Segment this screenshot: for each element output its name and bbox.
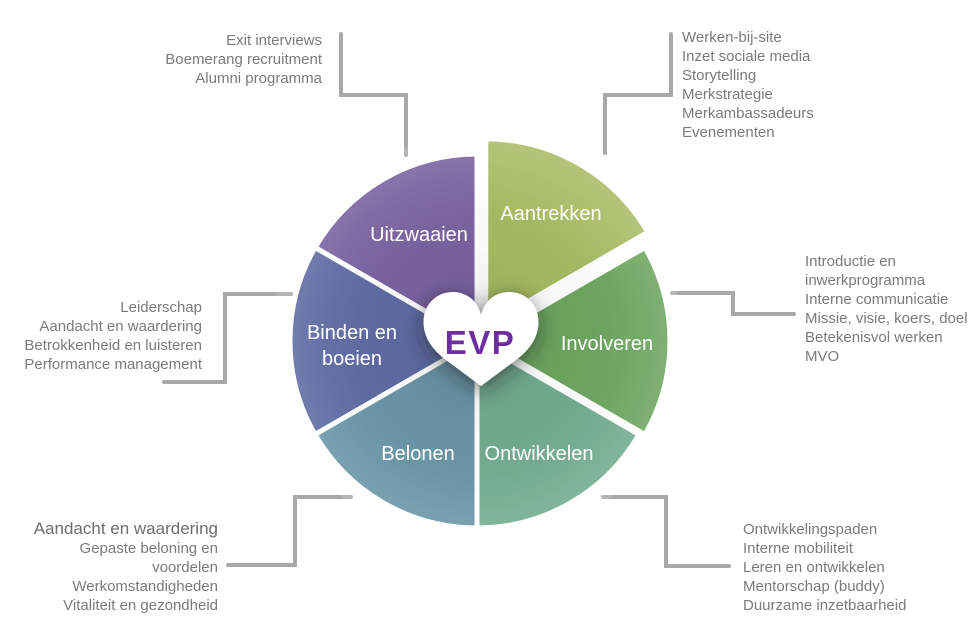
annotation-line: Betekenisvol werken: [805, 329, 943, 346]
annotation-line: Evenementen: [682, 124, 775, 141]
annotation-line: Aandacht en waardering: [39, 318, 202, 335]
segment-label-belonen: Belonen: [381, 443, 454, 465]
annotation-ontwikkelen: Ontwikkelingspaden Interne mobiliteit Le…: [743, 520, 906, 615]
annotation-line: MVO: [805, 348, 840, 365]
callout-line-belonen: [226, 495, 353, 567]
callout-line-uitzwaaien: [339, 32, 408, 157]
annotation-line: Performance management: [24, 356, 202, 373]
annotation-aantrekken: Werken-bij-site Inzet sociale media Stor…: [682, 28, 814, 142]
annotation-line: Exit interviews: [226, 32, 322, 49]
annotation-line: Betrokkenheid en luisteren: [24, 337, 202, 354]
annotation-line: voordelen: [152, 559, 218, 576]
callout-line-aantrekken: [603, 32, 673, 155]
annotation-line: Storytelling: [682, 67, 757, 84]
annotation-binden: Leiderschap Aandacht en waardering Betro…: [24, 298, 202, 374]
annotation-involveren: Introductie en inwerkprogramma Interne c…: [805, 252, 968, 366]
heart-shape: [423, 292, 539, 386]
annotation-line: Inzet sociale media: [682, 48, 811, 65]
annotation-line: Introductie en: [805, 253, 896, 270]
annotation-line: Leiderschap: [120, 299, 202, 316]
annotation-line: Boemerang recruitment: [165, 51, 322, 68]
segment-label-ontwikkelen: Ontwikkelen: [485, 443, 594, 465]
evp-center-label: EVP: [445, 324, 516, 361]
segment-label-uitzwaaien: Uitzwaaien: [370, 224, 468, 246]
annotation-line: Missie, visie, koers, doel: [805, 310, 968, 327]
segment-labels: Uitzwaaien Aantrekken Involveren Binden …: [307, 203, 653, 465]
annotation-line: Merkambassadeurs: [682, 105, 814, 122]
callout-line-binden: [162, 292, 293, 384]
annotation-belonen: Aandacht en waardering Gepaste beloning …: [34, 518, 218, 615]
annotation-line: Aandacht en waardering: [33, 519, 218, 538]
annotation-line: Merkstrategie: [682, 86, 773, 103]
annotation-line: Duurzame inzetbaarheid: [743, 597, 907, 614]
annotation-line: Mentorschap (buddy): [743, 578, 885, 595]
annotation-line: Gepaste beloning en: [79, 540, 218, 557]
annotation-line: Interne mobiliteit: [743, 540, 854, 557]
segment-label-binden-line2: boeien: [322, 348, 382, 370]
annotation-line: Werkomstandigheden: [72, 578, 218, 595]
annotation-line: Werken-bij-site: [682, 29, 782, 46]
segment-label-binden-line1: Binden en: [307, 322, 397, 344]
annotation-line: Leren en ontwikkelen: [743, 559, 885, 576]
annotation-line: inwerkprogramma: [805, 272, 926, 289]
annotation-line: Interne communicatie: [805, 291, 949, 308]
segment-label-involveren: Involveren: [561, 333, 653, 355]
annotation-uitzwaaien: Exit interviews Boemerang recruitment Al…: [165, 31, 322, 88]
annotation-line: Vitaliteit en gezondheid: [63, 597, 218, 614]
callout-line-involveren: [670, 291, 796, 316]
annotation-line: Alumni programma: [195, 70, 322, 87]
annotation-line: Ontwikkelingspaden: [743, 521, 878, 538]
callout-line-ontwikkelen: [601, 495, 731, 568]
segment-label-aantrekken: Aantrekken: [500, 203, 601, 225]
